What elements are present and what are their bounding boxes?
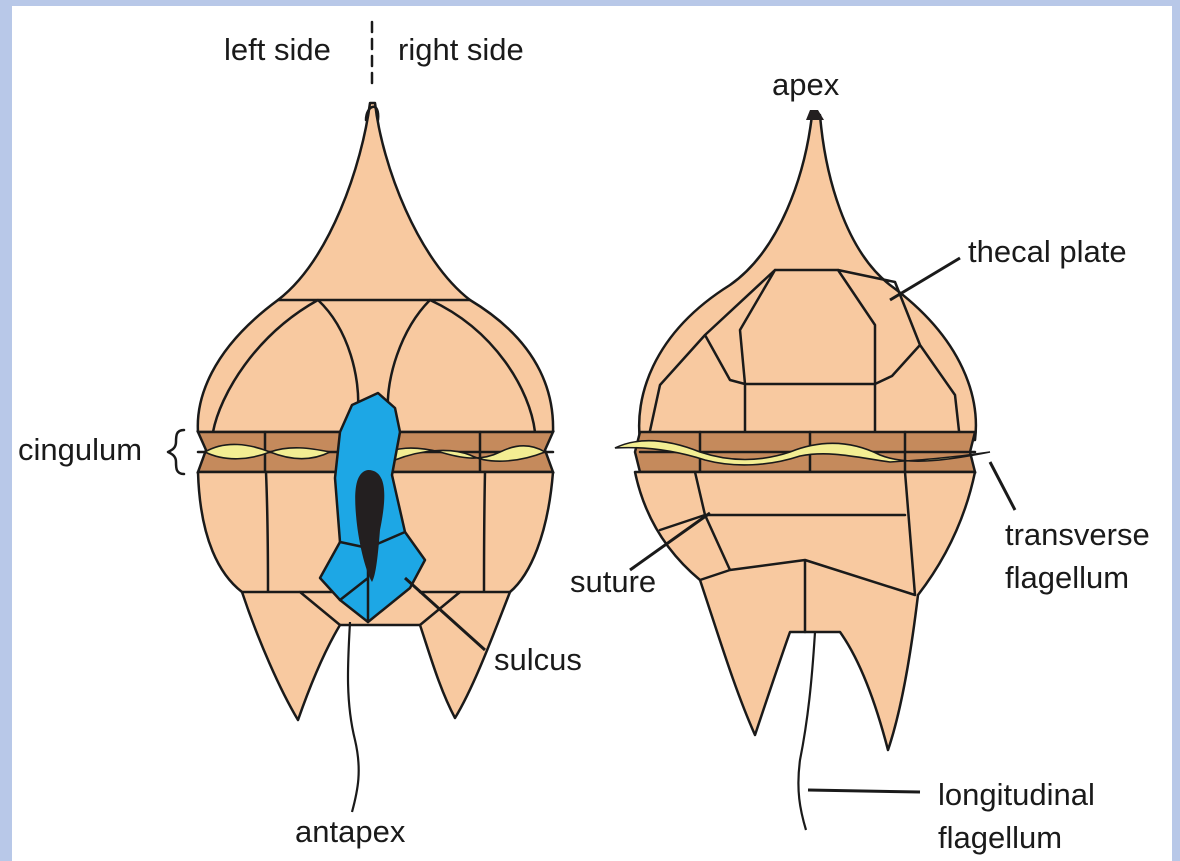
dorsal-view-cell xyxy=(615,110,990,830)
label-suture: suture xyxy=(570,564,656,599)
label-transverse-line1: transverse xyxy=(1005,517,1150,552)
label-left-side: left side xyxy=(224,32,331,67)
longitudinal-flagellum-left xyxy=(348,622,359,812)
label-longitudinal-line1: longitudinal xyxy=(938,777,1095,812)
transverse-flagellum-leader xyxy=(990,462,1015,510)
apex-tip xyxy=(806,110,824,120)
ventral-view-cell xyxy=(198,103,553,812)
label-antapex: antapex xyxy=(295,814,406,849)
thecal-plate-leader xyxy=(890,258,960,300)
longitudinal-flagellum-right xyxy=(798,632,815,830)
label-thecal-plate: thecal plate xyxy=(968,234,1127,269)
label-longitudinal-line2: flagellum xyxy=(938,820,1062,855)
cingulum-brace xyxy=(168,430,184,474)
label-sulcus: sulcus xyxy=(494,642,582,677)
label-apex: apex xyxy=(772,67,840,102)
label-right-side: right side xyxy=(398,32,524,67)
epitheca-left xyxy=(198,103,553,432)
longitudinal-flagellum-leader xyxy=(808,790,920,792)
label-cingulum: cingulum xyxy=(18,432,142,467)
label-transverse-line2: flagellum xyxy=(1005,560,1129,595)
